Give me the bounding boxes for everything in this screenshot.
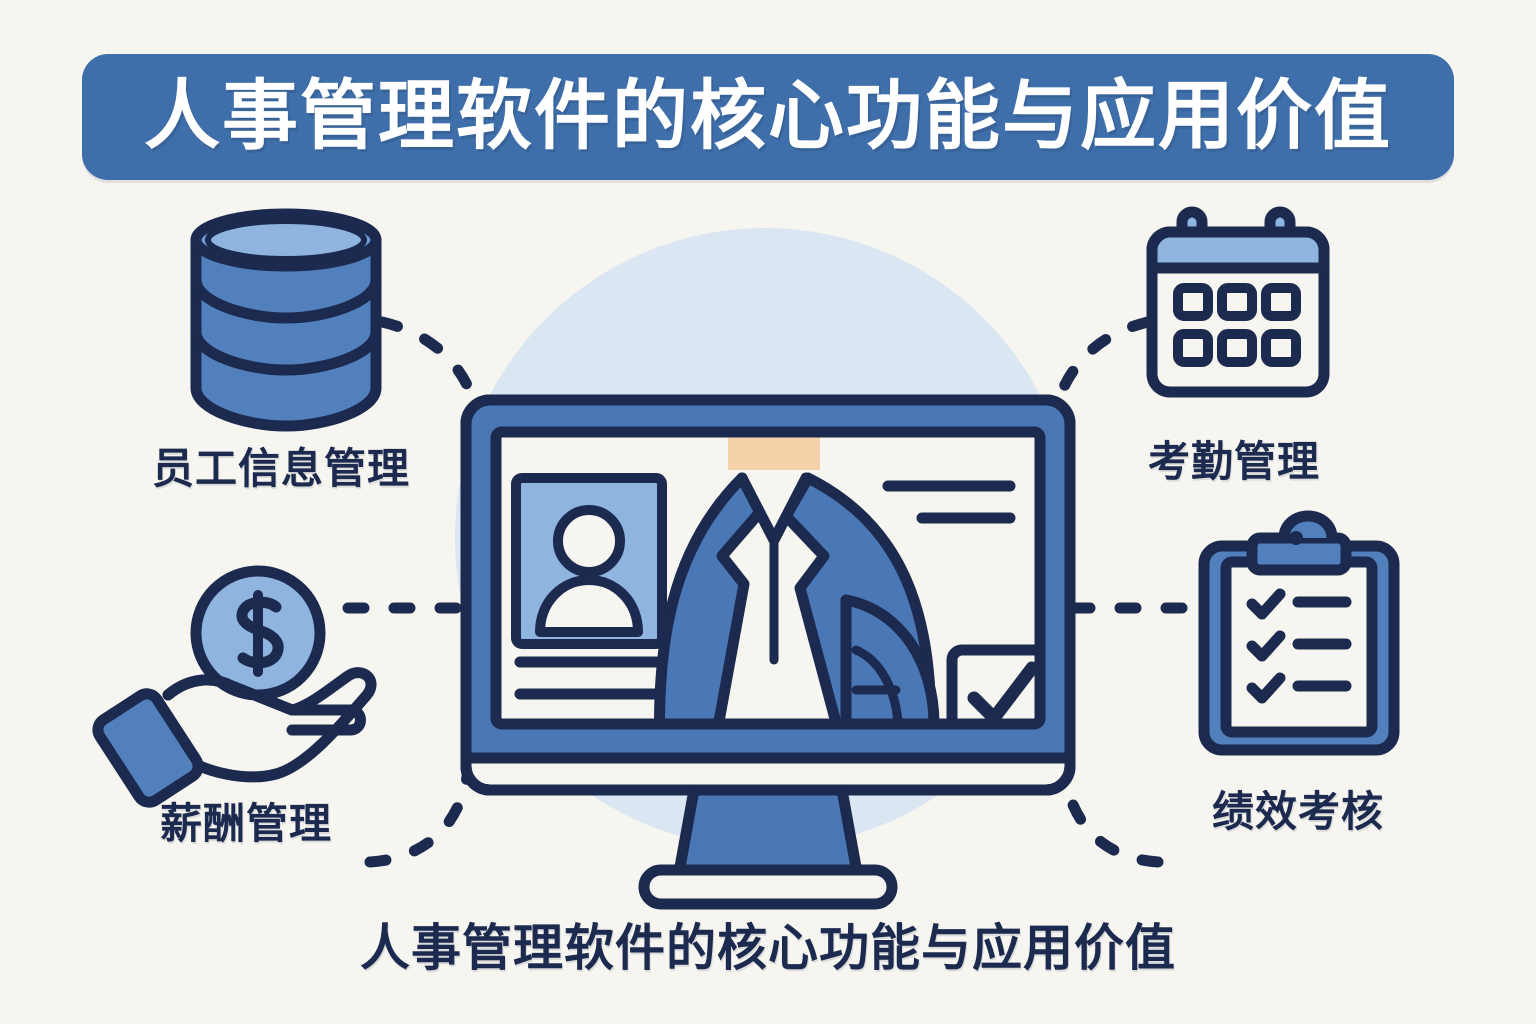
connector-employee-info	[376, 316, 486, 446]
page-title: 人事管理软件的核心功能与应用价值	[144, 74, 1392, 159]
footer-caption: 人事管理软件的核心功能与应用价值	[360, 920, 1176, 976]
background-accent-circle	[455, 228, 1075, 848]
connector-bottom-right	[1058, 764, 1164, 868]
title-banner: 人事管理软件的核心功能与应用价值	[82, 54, 1454, 180]
connector-bottom-left	[364, 764, 474, 868]
feature-label-performance: 绩效考核	[1212, 788, 1385, 835]
feature-label-payroll: 薪酬管理	[160, 800, 333, 847]
feature-label-employee-info: 员工信息管理	[152, 445, 411, 492]
feature-label-attendance: 考勤管理	[1148, 438, 1321, 485]
connector-attendance	[1046, 316, 1154, 446]
monitor-stand-foot	[638, 864, 898, 910]
